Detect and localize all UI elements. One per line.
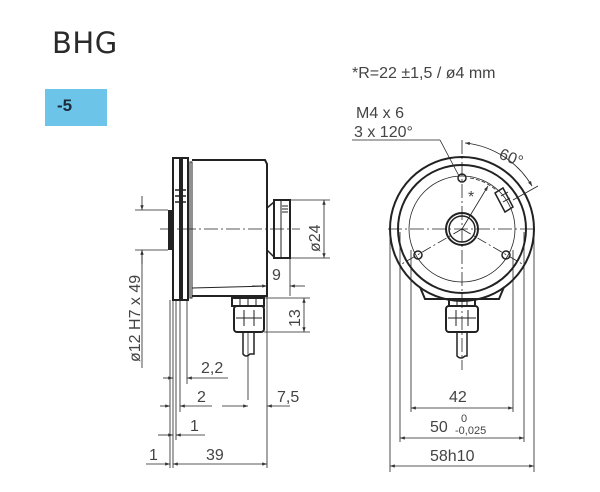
dim-50-lower-tolerance: -0,025 xyxy=(455,425,486,437)
dim-50-upper-tolerance: 0 xyxy=(461,413,467,425)
dim-13: 13 xyxy=(287,309,304,327)
dim-9: 9 xyxy=(272,267,281,284)
dim-50: 50 xyxy=(430,419,448,436)
thread-note-line1: M4 x 6 xyxy=(356,105,404,122)
radius-asterisk: * xyxy=(468,189,474,206)
radius-note: *R=22 ±1,5 / ø4 mm xyxy=(352,65,496,82)
dim-1-lower: 1 xyxy=(149,447,158,464)
side-view xyxy=(135,157,330,468)
thread-note-line2: 3 x 120° xyxy=(354,124,413,141)
dim-2-2: 2,2 xyxy=(201,360,223,377)
variant-badge: -5 xyxy=(45,89,107,126)
product-title: BHG xyxy=(52,25,118,61)
variant-badge-label: -5 xyxy=(57,96,73,115)
dim-42: 42 xyxy=(449,389,467,406)
dim-58h10: 58h10 xyxy=(430,448,475,465)
dim-shaft-diameter: ø24 xyxy=(307,224,324,252)
dim-7-5: 7,5 xyxy=(277,389,299,406)
dim-39: 39 xyxy=(206,447,224,464)
dim-2: 2 xyxy=(197,389,206,406)
dim-bore: ø12 H7 x 49 xyxy=(127,275,144,362)
angle-label: 60° xyxy=(497,146,526,171)
dim-1-upper: 1 xyxy=(190,418,199,435)
front-view xyxy=(352,139,539,472)
